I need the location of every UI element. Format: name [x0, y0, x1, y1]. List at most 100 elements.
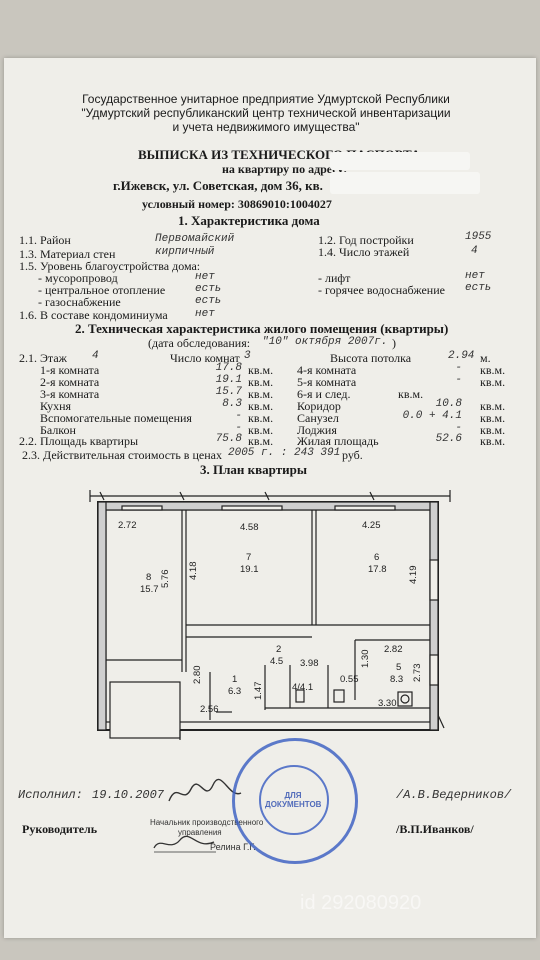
condo-label: 1.6. В составе кондоминиума: [19, 308, 168, 322]
plan-label-22: 6.3: [228, 686, 241, 697]
plan-label-26: 2.56: [200, 704, 219, 715]
aux-label: Вспомогательные помещения: [40, 411, 192, 425]
plan-label-3: 8: [146, 572, 151, 583]
plan-label-14: 4.5: [270, 656, 283, 667]
plan-label-23: 1.47: [253, 682, 264, 701]
kitchen-value: 8.3: [222, 398, 242, 410]
garbage-value: нет: [195, 271, 215, 283]
inspection-date-suffix: ): [392, 336, 396, 350]
plan-label-7: 7: [246, 552, 251, 563]
executor-date: 19.10.2007: [92, 788, 165, 802]
doc-subtitle: на квартиру по адресу:: [222, 162, 348, 176]
bath-value: 0.0 + 4.1: [402, 410, 462, 422]
balcony-value: -: [235, 422, 242, 434]
floors-label: 1.4. Число этажей: [318, 245, 410, 259]
plan-label-0: 2.72: [118, 520, 137, 531]
redacted-area: [330, 152, 470, 170]
year-label: 1.2. Год постройки: [318, 233, 414, 247]
org-line-3: и учета недвижимого имущества": [172, 120, 360, 134]
cost-label: 2.3. Действительная стоимость в ценах: [22, 448, 222, 462]
plan-label-16: 1.30: [360, 650, 371, 669]
corridor-unit: кв.м.: [480, 399, 506, 413]
hotwater-value: есть: [465, 282, 492, 294]
stamp-inner-ring: [259, 765, 329, 835]
dept-line-1: Начальник производственного: [150, 818, 264, 827]
hotwater-label: - горячее водоснабжение: [318, 283, 445, 297]
plan-label-24: 4/4.1: [292, 682, 313, 693]
head-label: Руководитель: [22, 822, 98, 836]
plan-label-13: 2: [276, 644, 281, 655]
gas-value: есть: [195, 295, 222, 307]
plan-label-11: 4.19: [408, 566, 419, 585]
plan-label-21: 1: [232, 674, 237, 685]
room6-label: 6-я и след.: [297, 387, 351, 401]
area-unit: кв.м.: [248, 434, 274, 448]
district-value: Первомайский: [155, 233, 235, 245]
material-value: кирпичный: [155, 246, 215, 258]
cost-unit: руб.: [342, 448, 363, 462]
loggia-value: -: [455, 422, 462, 434]
loggia-unit: кв.м.: [480, 423, 506, 437]
ceiling-unit: м.: [480, 351, 491, 365]
room6-unit: кв.м.: [398, 387, 424, 401]
rooms-value: 3: [244, 350, 251, 362]
room5-label: 5-я комната: [297, 375, 357, 389]
room4-unit: кв.м.: [480, 363, 506, 377]
plan-label-5: 5.76: [160, 570, 171, 589]
kitchen-label: Кухня: [40, 399, 72, 413]
room1-unit: кв.м.: [248, 363, 274, 377]
executor-name: /А.В.Ведерников/: [396, 788, 512, 802]
amenities-label: 1.5. Уровень благоустройства дома:: [19, 259, 201, 273]
plan-label-10: 17.8: [368, 564, 387, 575]
plan-label-20: 2.73: [412, 664, 423, 683]
inspection-date-prefix: (дата обследования:: [148, 336, 251, 350]
cost-value: 2005 г. : 243 391: [228, 447, 341, 459]
section-1-title: 1. Характеристика дома: [178, 213, 320, 228]
org-line-2: "Удмуртский республиканский центр технич…: [81, 106, 451, 120]
section-2-title: 2. Техническая характеристика жилого пом…: [75, 321, 449, 336]
lift-label: - лифт: [318, 271, 351, 285]
year-value: 1955: [465, 231, 492, 243]
room2-label: 2-я комната: [40, 375, 100, 389]
dept-name: Релина Г.Г.: [210, 842, 256, 852]
room1-value: 17.8: [215, 362, 242, 374]
garbage-label: - мусоропровод: [38, 271, 118, 285]
plan-label-6: 4.18: [188, 562, 199, 581]
watermark: id 292080920: [300, 892, 422, 914]
kitchen-unit: кв.м.: [248, 399, 274, 413]
living-label: Жилая площадь: [297, 434, 379, 448]
room1-label: 1-я комната: [40, 363, 100, 377]
redacted-apartment-number: [330, 172, 480, 194]
executor-label: Исполнил:: [18, 788, 83, 802]
plan-label-25: 0.55: [340, 674, 359, 685]
district-label: 1.1. Район: [19, 233, 71, 247]
ceiling-label: Высота потолка: [330, 351, 412, 365]
head-signature: [153, 835, 216, 853]
floor-value: 4: [92, 350, 99, 362]
room3-label: 3-я комната: [40, 387, 100, 401]
official-stamp: ДЛЯ ДОКУМЕНТОВ: [232, 738, 358, 864]
plan-label-18: 5: [396, 662, 401, 673]
dept-line-2: управления: [178, 828, 222, 837]
head-name: /В.П.Иванков/: [396, 822, 474, 836]
area-label: 2.2. Площадь квартиры: [19, 434, 139, 448]
inspection-date-value: "10" октября 2007г.: [262, 336, 388, 348]
bath-unit: кв.м.: [480, 411, 506, 425]
room2-value: 19.1: [215, 374, 242, 386]
lift-value: нет: [465, 270, 485, 282]
balcony-unit: кв.м.: [248, 423, 274, 437]
room3-value: 15.7: [215, 386, 242, 398]
material-label: 1.3. Материал стен: [19, 247, 116, 261]
address: г.Ижевск, ул. Советская, дом 36, кв.: [113, 178, 323, 193]
gas-label: - газоснабжение: [38, 295, 121, 309]
plan-label-1: 4.58: [240, 522, 259, 533]
plan-label-12: 2.80: [192, 666, 203, 685]
living-value: 52.6: [435, 433, 462, 445]
plan-label-27: 3.30: [378, 698, 397, 709]
area-value: 75.8: [215, 433, 242, 445]
rooms-label: Число комнат: [170, 351, 240, 365]
heating-value: есть: [195, 283, 222, 295]
floors-value: 4: [471, 245, 478, 257]
executor-signature: [168, 778, 242, 802]
